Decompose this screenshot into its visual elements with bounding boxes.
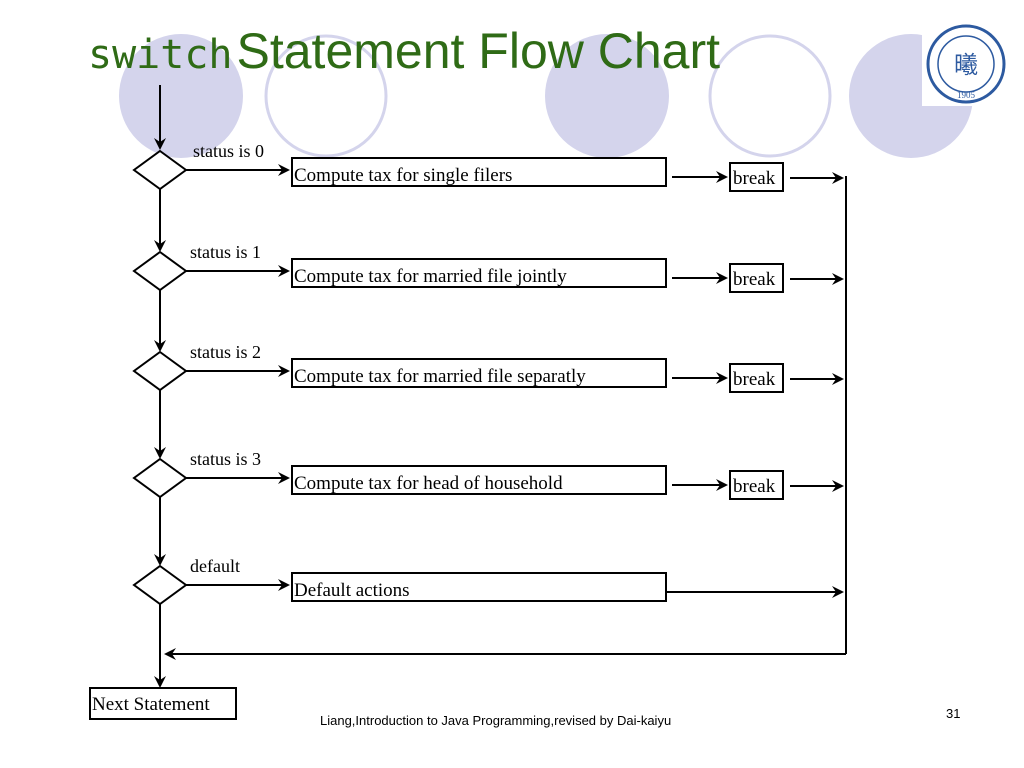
next-statement-box <box>89 687 237 720</box>
next-statement-label: Next Statement <box>92 694 210 715</box>
logo-year: 1905 <box>957 90 976 100</box>
case-condition-label: status is 3 <box>190 449 261 469</box>
bg-circle-outline <box>708 34 832 158</box>
action-box <box>291 157 667 187</box>
action-box <box>291 258 667 288</box>
case-condition-label: default <box>190 556 240 576</box>
break-box <box>729 162 784 192</box>
break-label: break <box>733 476 776 497</box>
decision-diamond <box>132 149 188 191</box>
case-condition-label: status is 1 <box>190 242 261 262</box>
break-label: break <box>733 369 776 390</box>
slide-footer: Liang,Introduction to Java Programming,r… <box>320 713 672 728</box>
action-box <box>291 572 667 602</box>
slide-title: switch Statement Flow Chart <box>88 22 720 92</box>
page-number: 31 <box>946 706 961 721</box>
university-seal-logo: 曦 1905 <box>922 22 1010 106</box>
title-keyword: switch <box>88 32 233 78</box>
break-box <box>729 363 784 393</box>
break-box <box>729 263 784 293</box>
action-box-label: Compute tax for married file jointly <box>294 266 567 287</box>
break-label: break <box>733 168 776 189</box>
decision-diamond <box>132 457 188 499</box>
bg-circle-filled <box>119 34 243 158</box>
case-condition-label: status is 0 <box>193 141 264 161</box>
action-box <box>291 358 667 388</box>
action-box-label: Compute tax for head of household <box>294 473 563 494</box>
title-text: Statement Flow Chart <box>236 23 721 79</box>
break-box <box>729 470 784 500</box>
decision-diamond <box>132 564 188 606</box>
action-box <box>291 465 667 495</box>
logo-glyph: 曦 <box>954 52 978 79</box>
bg-circle-filled <box>545 34 669 158</box>
action-box-label: Default actions <box>294 580 410 601</box>
decision-diamond <box>132 250 188 292</box>
action-box-label: Compute tax for married file separatly <box>294 366 586 387</box>
decision-diamond <box>132 350 188 392</box>
break-label: break <box>733 269 776 290</box>
case-condition-label: status is 2 <box>190 342 261 362</box>
action-box-label: Compute tax for single filers <box>294 165 512 186</box>
bg-circle-outline <box>264 34 388 158</box>
